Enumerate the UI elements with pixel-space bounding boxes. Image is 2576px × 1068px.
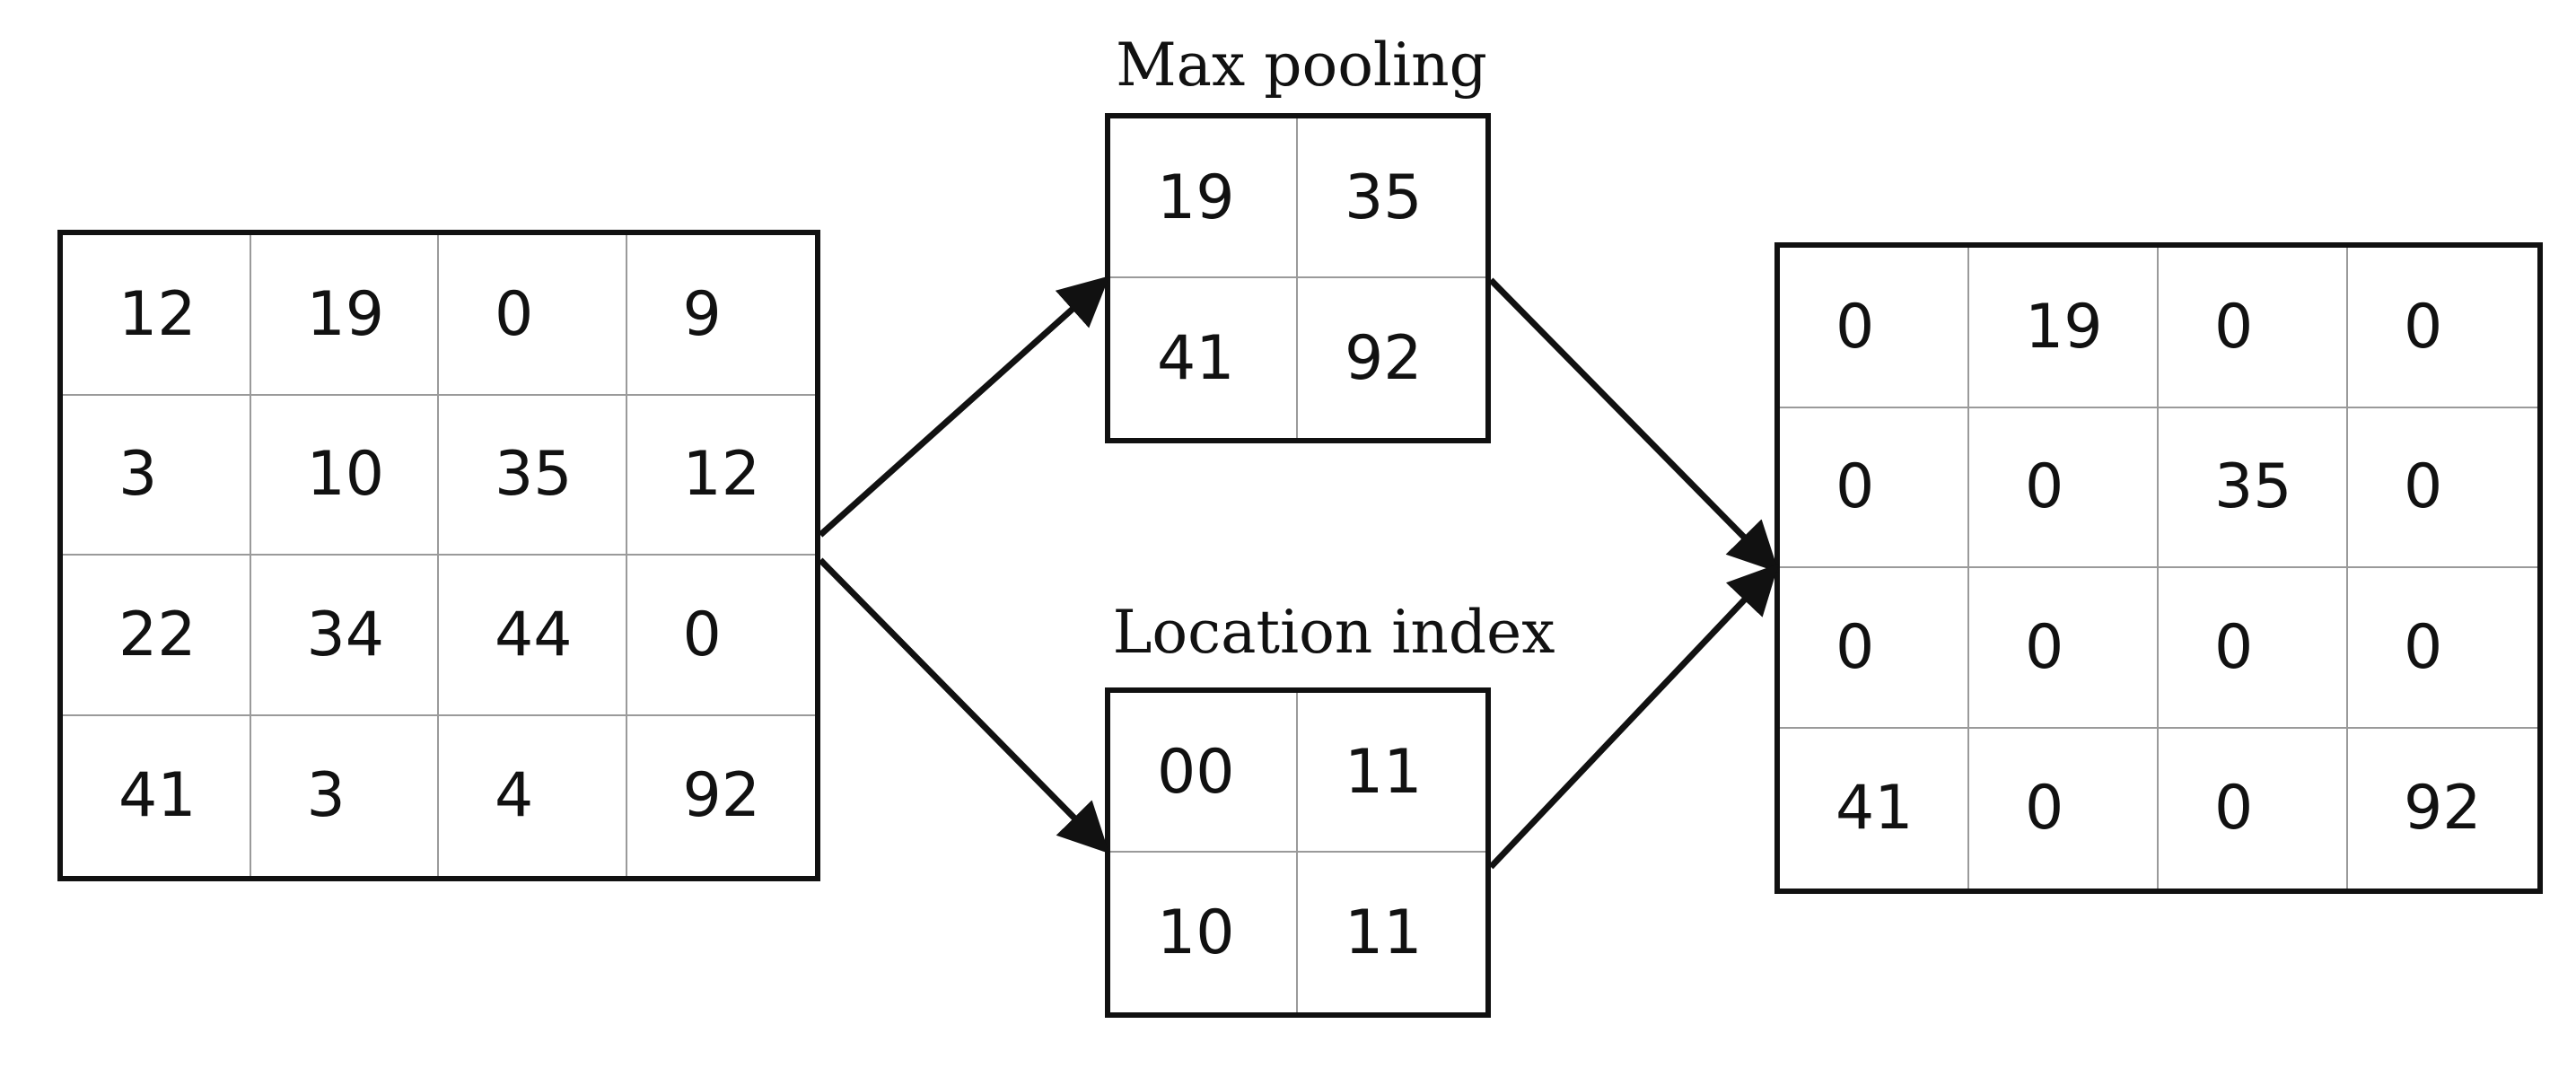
input-cell: 41 bbox=[63, 715, 251, 876]
arrow-input-to-pooling bbox=[818, 276, 1110, 538]
index-cell: 10 bbox=[1110, 853, 1298, 1012]
output-cell: 41 bbox=[1780, 728, 1969, 889]
input-matrix: 12 19 0 9 3 10 35 12 22 34 44 0 41 3 4 9… bbox=[57, 230, 820, 881]
index-cell: 00 bbox=[1110, 693, 1298, 853]
pooling-cell: 92 bbox=[1345, 322, 1423, 394]
input-cell: 92 bbox=[682, 760, 761, 832]
output-cell: 0 bbox=[2159, 248, 2348, 408]
input-cell: 4 bbox=[439, 715, 627, 876]
output-cell: 0 bbox=[2348, 248, 2537, 408]
input-cell: 0 bbox=[439, 235, 627, 396]
pooling-cell: 41 bbox=[1110, 278, 1298, 438]
output-cell: 0 bbox=[1780, 568, 1969, 729]
input-cell: 0 bbox=[626, 556, 815, 716]
index-cell: 11 bbox=[1298, 693, 1485, 853]
output-cell: 0 bbox=[2159, 728, 2348, 889]
output-cell: 0 bbox=[1969, 728, 2159, 889]
input-cell: 44 bbox=[439, 556, 627, 716]
output-cell: 35 bbox=[2159, 407, 2348, 568]
input-cell: 3 bbox=[63, 395, 251, 556]
max-pooling-label: Max pooling bbox=[1116, 31, 1487, 100]
input-cell: 12 bbox=[63, 235, 251, 396]
max-pooling-matrix: 19 35 41 92 bbox=[1105, 113, 1491, 443]
output-cell: 0 bbox=[2348, 408, 2537, 568]
input-cell: 19 bbox=[250, 235, 439, 396]
output-matrix: 0 19 0 0 0 0 35 0 0 0 0 0 41 0 0 92 bbox=[1774, 242, 2543, 894]
location-index-label: Location index bbox=[1112, 598, 1555, 667]
input-cell: 9 bbox=[626, 235, 815, 396]
output-cell: 0 bbox=[2159, 568, 2348, 729]
output-cell: 0 bbox=[2348, 568, 2537, 729]
arrow-pooling-to-output bbox=[1488, 277, 1779, 573]
index-cell: 11 bbox=[1345, 897, 1423, 968]
output-cell: 0 bbox=[1780, 248, 1969, 408]
input-cell: 3 bbox=[251, 715, 439, 876]
output-cell: 92 bbox=[2404, 773, 2482, 845]
arrow-index-to-output bbox=[1488, 563, 1779, 870]
pooling-cell: 19 bbox=[1110, 118, 1298, 278]
location-index-matrix: 00 11 10 11 bbox=[1105, 687, 1491, 1018]
output-cell: 0 bbox=[1780, 407, 1969, 568]
output-cell: 19 bbox=[1969, 248, 2159, 408]
input-cell: 10 bbox=[250, 395, 439, 556]
input-cell: 12 bbox=[626, 396, 815, 556]
output-cell: 0 bbox=[1969, 568, 2159, 729]
pooling-cell: 35 bbox=[1298, 118, 1485, 278]
input-cell: 22 bbox=[63, 556, 251, 716]
input-cell: 34 bbox=[250, 556, 439, 716]
output-cell: 0 bbox=[1969, 407, 2159, 568]
input-cell: 35 bbox=[439, 395, 627, 556]
arrow-input-to-index bbox=[818, 557, 1109, 854]
